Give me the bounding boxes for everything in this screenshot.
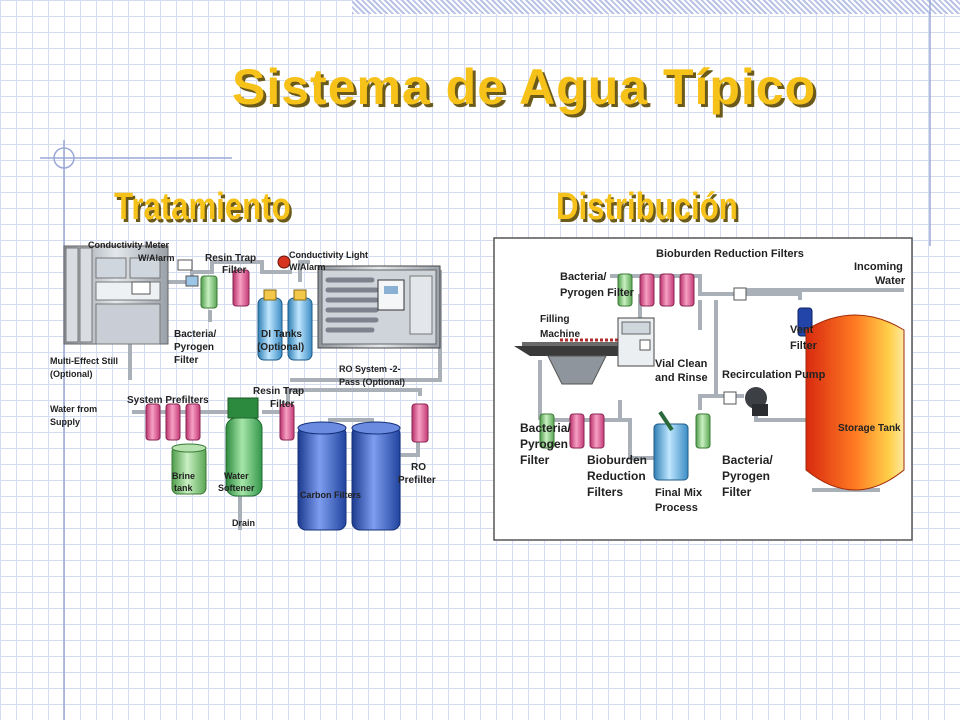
brine-tank [171,443,207,495]
water-softener [225,397,263,497]
multi-effect-still [63,245,169,345]
label-ro-prefilter: RO Prefilter [398,462,436,486]
label-conductivity-meter: Conductivity Meter W/Alarm [88,240,175,263]
label-bacteria-pyrogen-left: Bacteria/ Pyrogen Filter [520,421,574,467]
resin-trap-filter-top [232,269,250,307]
recirculation-pump [745,387,768,416]
resin-trap-filter-mid [279,403,295,441]
label-vent-filter: Vent Filter [790,324,818,352]
label-water-from-supply: Water from Supply [50,404,100,427]
page-title: Sistema de Agua Típico [232,59,817,115]
carbon-filters [297,421,401,531]
label-drain: Drain [232,518,255,528]
distribution-diagram [493,237,913,541]
bacteria-filter-left [539,413,555,449]
label-bioburden-top: Bioburden Reduction Filters [656,248,804,260]
label-ro-system: RO System -2- Pass (Optional) [339,364,405,387]
vial-clean-machine [617,317,655,367]
tee-valve [733,287,747,301]
label-system-prefilters: System Prefilters [127,395,209,406]
ro-system [317,265,441,349]
label-resin-trap-top: Resin Trap Filter [205,253,259,276]
bacteria-filter-right [695,413,711,449]
label-bacteria-pyrogen-right: Bacteria/ Pyrogen Filter [722,453,776,499]
label-brine-tank: Brine tank [172,471,198,493]
label-water-softener: Water Softener [218,471,255,493]
bacteria-pyrogen-filter-left [200,275,218,309]
storage-tank [805,314,905,491]
conductivity-meter [177,259,193,271]
heading-distribucion: Distribución [556,186,738,228]
label-conductivity-light: Conductivity Light W/Alarm [289,250,371,272]
label-multi-effect-still: Multi-Effect Still (Optional) [50,356,121,379]
header-hatch-band [352,0,960,14]
label-storage-tank: Storage Tank [838,423,901,434]
bioburden-filters-bottom [569,413,605,449]
distribution-labels: Bioburden Reduction Filters Bacteria/ Py… [520,248,906,514]
corner-ornament [40,0,931,720]
treatment-diagram [63,245,442,531]
label-vial-clean: Vial Clean and Rinse [655,358,710,384]
label-bioburden-bottom: Bioburden Reduction Filters [587,453,650,499]
label-filling-machine: Filling Machine [540,314,580,340]
bioburden-filters-top [639,273,695,307]
label-bacteria-pyrogen-top: Bacteria/ Pyrogen Filter [560,271,635,299]
label-carbon-filters: Carbon Filters [300,490,361,500]
system-prefilters [145,403,201,441]
label-incoming-water: Incoming Water [854,261,906,287]
label-recirculation-pump: Recirculation Pump [722,369,826,381]
label-bacteria-pyrogen: Bacteria/ Pyrogen Filter [174,329,219,366]
label-resin-trap-mid: Resin Trap Filter [253,386,307,410]
pump-valve [723,391,737,405]
ro-prefilter [411,403,429,443]
treatment-labels: Conductivity Meter W/Alarm Resin Trap Fi… [50,240,436,528]
di-tanks [257,289,313,361]
conductivity-light [277,255,291,269]
label-di-tanks: DI Tanks (Optional) [257,329,305,353]
bacteria-filter-top [617,273,633,307]
label-final-mix: Final Mix Process [655,487,705,514]
final-mix-process [653,410,689,481]
heading-tratamiento: Tratamiento [114,186,291,228]
